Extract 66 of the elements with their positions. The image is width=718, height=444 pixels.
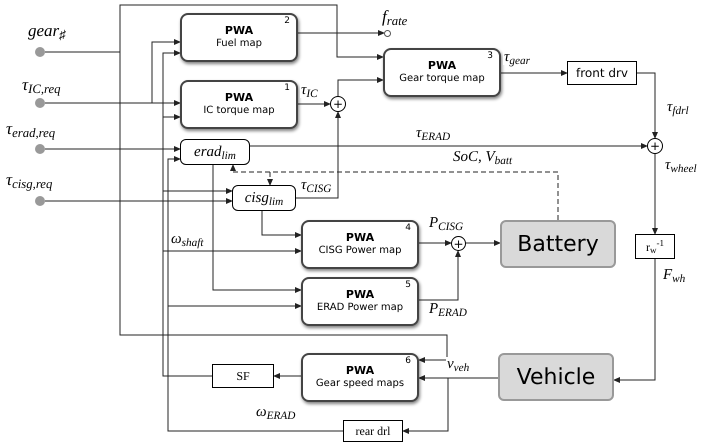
- map-block: [301, 353, 419, 402]
- block-label: Gear torque map: [399, 73, 485, 86]
- connector-arrow: [162, 248, 302, 376]
- block-label: Gear speed maps: [316, 378, 404, 391]
- connector-arrow: [298, 101, 331, 107]
- connector-arrow: [262, 210, 302, 238]
- block-label: CISG Power map: [318, 245, 402, 258]
- edge-label: P$_{CISG}$: [428, 216, 464, 231]
- block-number: 5: [405, 281, 411, 290]
- connector-arrow: [652, 154, 658, 235]
- connector-arrow: [44, 198, 233, 204]
- connector-arrow: [418, 240, 452, 246]
- map-block: [383, 48, 501, 97]
- gain-block: rear drl: [343, 420, 403, 442]
- block-number: 4: [405, 224, 411, 233]
- connector-arrow: [298, 30, 385, 36]
- block-title: PWA: [224, 24, 254, 38]
- block-title: PWA: [346, 364, 374, 378]
- block-number: 2: [284, 17, 290, 26]
- block-title: PWA: [428, 59, 456, 74]
- connector-arrow: [613, 258, 656, 383]
- limiter-block: cisg$_{lim}$: [232, 185, 296, 211]
- edge-label: SoC, V$_{batt}$: [452, 150, 514, 165]
- block-number: 1: [284, 84, 290, 93]
- block-title: PWA: [346, 288, 374, 302]
- connector-arrow: [212, 164, 302, 293]
- sum-junction: +: [330, 96, 346, 112]
- edge-label: P$_{ERAD}$: [428, 302, 468, 317]
- block-label: Fuel map: [216, 38, 262, 51]
- signal-label: f$_{rate}$: [382, 8, 408, 25]
- map-block: [301, 220, 419, 269]
- output-terminal: [384, 30, 391, 37]
- connector-arrow: [296, 111, 341, 198]
- input-terminal: [35, 196, 45, 206]
- connector-arrow: [273, 373, 302, 379]
- connector-arrow: [402, 378, 498, 434]
- system-block: Battery: [500, 220, 616, 268]
- limiter-block: erad$_{lim}$: [180, 139, 250, 165]
- block-label: ERAD Power map: [316, 302, 404, 315]
- sum-junction: +: [451, 236, 466, 251]
- signal-label: gear$_{♯}$: [28, 22, 66, 39]
- system-block: Vehicle: [498, 353, 614, 401]
- gain-block: front drv: [567, 61, 637, 85]
- block-number: 3: [487, 52, 493, 61]
- map-block: [301, 277, 419, 326]
- edge-label: F$_{wh}$: [662, 268, 686, 283]
- sum-junction: +: [647, 138, 663, 154]
- edge-label: v$_{veh}$: [446, 357, 470, 372]
- connector-arrow: [500, 70, 568, 76]
- input-terminal: [35, 144, 45, 154]
- block-number: 6: [405, 357, 411, 366]
- map-block: [180, 13, 298, 62]
- connector-arrow: [418, 250, 461, 300]
- gain-block: SF: [212, 364, 274, 388]
- map-block: [180, 80, 298, 129]
- connector-arrow: [44, 100, 181, 106]
- connector-arrow: [338, 77, 384, 96]
- input-terminal: [35, 47, 45, 57]
- connector-arrow: [44, 146, 181, 152]
- block-label: IC torque map: [203, 105, 275, 118]
- input-terminal: [35, 98, 45, 108]
- connector-arrow: [466, 240, 501, 246]
- block-title: PWA: [346, 231, 374, 246]
- block-title: PWA: [224, 91, 254, 106]
- connector-arrow: [250, 143, 648, 149]
- connector-arrow: [636, 72, 658, 139]
